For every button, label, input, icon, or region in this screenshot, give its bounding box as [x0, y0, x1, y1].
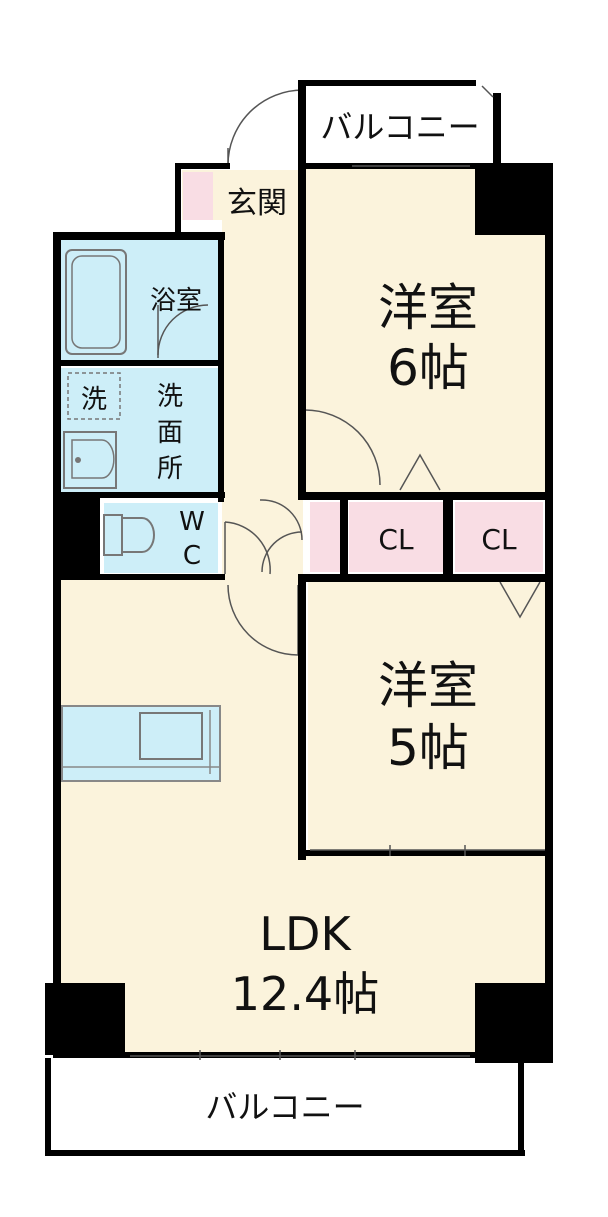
western-5-size: 5帖	[387, 719, 469, 777]
doors	[224, 89, 541, 656]
toilet-label-c: C	[183, 541, 201, 571]
washroom-label-1: 洗	[157, 382, 183, 412]
ldk-size: 12.4帖	[231, 967, 379, 1021]
balcony-top-label: バルコニー	[320, 108, 479, 146]
bathroom-label: 浴室	[150, 286, 202, 316]
entrance-label: 玄関	[227, 186, 287, 221]
labels: バルコニー 玄関 洋室 6帖 浴室 洗 洗 面 所 W C CL CL 洋室 5…	[81, 108, 517, 1126]
balcony-bottom-label: バルコニー	[205, 1088, 364, 1126]
ldk-name: LDK	[259, 907, 352, 961]
walls	[45, 80, 553, 1156]
washroom-label-3: 所	[157, 454, 183, 484]
windows	[130, 85, 545, 1060]
closet-1	[349, 502, 443, 572]
toilet-label-w: W	[179, 507, 205, 537]
washroom-label-2: 面	[157, 418, 183, 448]
toilet-bowl	[103, 514, 123, 556]
washer-label: 洗	[81, 385, 107, 415]
fixtures	[61, 249, 221, 782]
closets	[310, 502, 543, 572]
entrance-shoe-box	[183, 172, 213, 220]
small-closet	[310, 502, 340, 572]
western-6-name: 洋室	[378, 279, 478, 337]
closet-2	[455, 502, 543, 572]
bathtub	[65, 249, 127, 355]
closet-1-label: CL	[378, 523, 414, 556]
western-room-5-floor	[308, 580, 545, 850]
kitchen-sink	[139, 712, 203, 760]
closet-2-label: CL	[481, 523, 517, 556]
western-6-size: 6帖	[387, 339, 469, 397]
western-5-name: 洋室	[378, 657, 478, 715]
